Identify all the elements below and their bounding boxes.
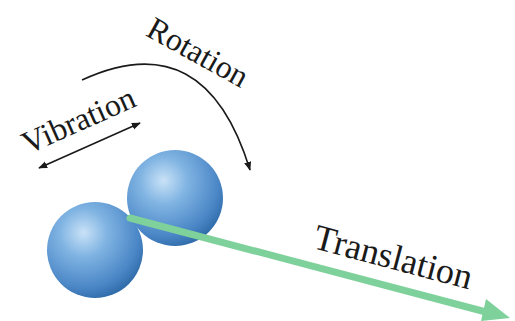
- translation-arrow: [130, 218, 486, 312]
- motion-label: Translation: [310, 219, 476, 295]
- arrow-head: [481, 299, 510, 321]
- motion-label: Vibration: [16, 81, 139, 159]
- motion-label: Rotation: [142, 11, 254, 92]
